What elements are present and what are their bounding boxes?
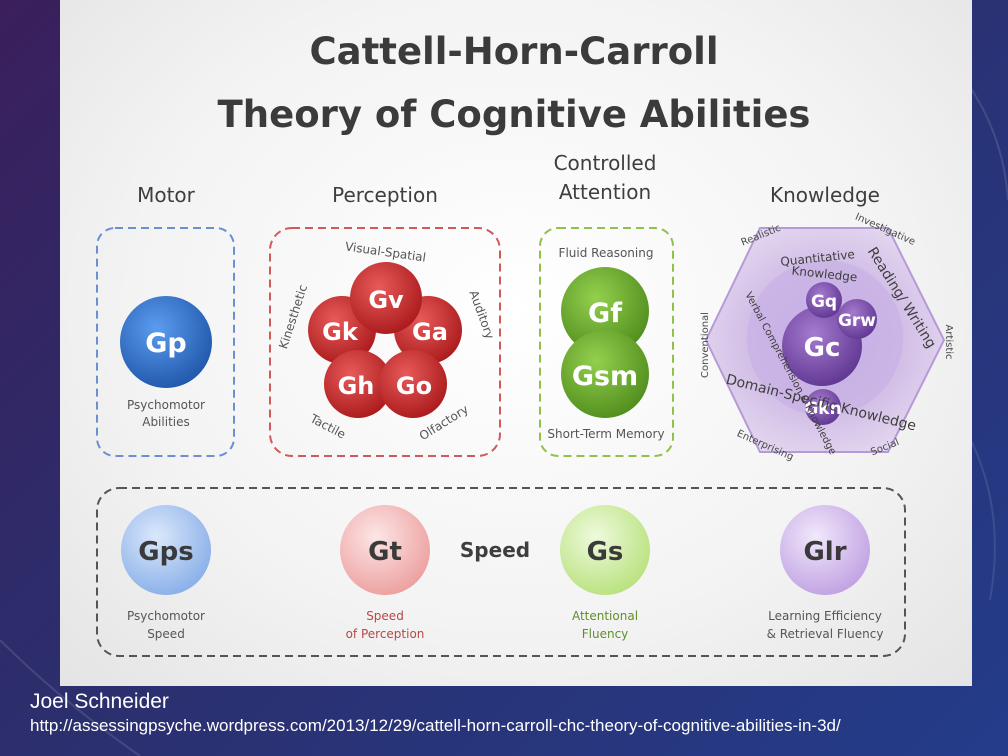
gq-label: Gq bbox=[811, 292, 837, 312]
gp-label: Gp bbox=[145, 328, 187, 359]
gc-label: Gc bbox=[804, 333, 841, 363]
gp-circle bbox=[120, 296, 212, 388]
grw-label: Grw bbox=[838, 311, 876, 331]
gp-caption-1: Psychomotor bbox=[127, 398, 205, 412]
gv-label: Gv bbox=[368, 286, 404, 314]
short-term-memory-label: Short-Term Memory bbox=[547, 427, 664, 441]
gsm-circle bbox=[561, 330, 649, 418]
gsm-label: Gsm bbox=[572, 361, 638, 392]
gs-circle bbox=[560, 505, 650, 595]
gk-label: Gk bbox=[322, 318, 359, 346]
conventional-label: Conventional bbox=[700, 312, 711, 378]
gf-circle bbox=[561, 267, 649, 355]
attention-group-border bbox=[539, 227, 674, 457]
motor-heading: Motor bbox=[137, 183, 196, 207]
gq-circle bbox=[806, 282, 842, 318]
go-circle bbox=[379, 350, 447, 418]
gps-caption-1: Psychomotor bbox=[127, 609, 205, 623]
glr-label: Glr bbox=[803, 537, 846, 567]
speed-group-border bbox=[96, 487, 906, 657]
gp-caption-2: Abilities bbox=[142, 415, 190, 429]
author-caption: Joel Schneider bbox=[30, 690, 169, 713]
gs-caption-1: Attentional bbox=[572, 609, 638, 623]
perception-group-border bbox=[269, 227, 501, 457]
chc-diagram: Cattell-Horn-Carroll Theory of Cognitive… bbox=[96, 30, 954, 657]
controlled-attention-heading-2: Attention bbox=[559, 180, 651, 204]
knowledge-heading: Knowledge bbox=[770, 183, 880, 207]
gt-caption-2: of Perception bbox=[346, 627, 425, 641]
grw-circle bbox=[837, 299, 877, 339]
title-line-2: Theory of Cognitive Abilities bbox=[218, 93, 811, 136]
glr-circle bbox=[780, 505, 870, 595]
gps-caption-2: Speed bbox=[147, 627, 185, 641]
kinesthetic-label: Kinesthetic bbox=[276, 283, 310, 351]
gt-label: Gt bbox=[368, 537, 402, 567]
source-url[interactable]: http://assessingpsyche.wordpress.com/201… bbox=[30, 716, 841, 735]
gh-circle bbox=[324, 350, 392, 418]
motor-group-border bbox=[96, 227, 235, 457]
go-label: Go bbox=[396, 372, 432, 400]
fluid-reasoning-label: Fluid Reasoning bbox=[559, 246, 654, 260]
speed-heading: Speed bbox=[460, 538, 530, 562]
gkn-label: Gkn bbox=[804, 399, 841, 419]
quantitative-label-2: Knowledge bbox=[791, 264, 858, 285]
gf-label: Gf bbox=[588, 298, 622, 329]
gps-circle bbox=[121, 505, 211, 595]
gh-label: Gh bbox=[338, 372, 375, 400]
perception-heading: Perception bbox=[332, 183, 438, 207]
gkn-circle bbox=[805, 389, 841, 425]
title-line-1: Cattell-Horn-Carroll bbox=[309, 30, 718, 73]
gt-caption-1: Speed bbox=[366, 609, 404, 623]
ga-label: Ga bbox=[412, 318, 448, 346]
auditory-label: Auditory bbox=[466, 288, 497, 341]
gps-label: Gps bbox=[138, 537, 193, 567]
glr-caption-1: Learning Efficiency bbox=[768, 609, 882, 623]
tactile-label: Tactile bbox=[307, 411, 348, 442]
visual-spatial-label: Visual-Spatial bbox=[344, 239, 427, 264]
chc-diagram-panel: Cattell-Horn-Carroll Theory of Cognitive… bbox=[60, 0, 972, 686]
glr-caption-2: & Retrieval Fluency bbox=[767, 627, 884, 641]
gs-label: Gs bbox=[587, 537, 624, 567]
artistic-label: Artistic bbox=[943, 324, 954, 359]
gs-caption-2: Fluency bbox=[582, 627, 629, 641]
controlled-attention-heading-1: Controlled bbox=[554, 151, 657, 175]
gt-circle bbox=[340, 505, 430, 595]
gv-circle bbox=[350, 262, 422, 334]
